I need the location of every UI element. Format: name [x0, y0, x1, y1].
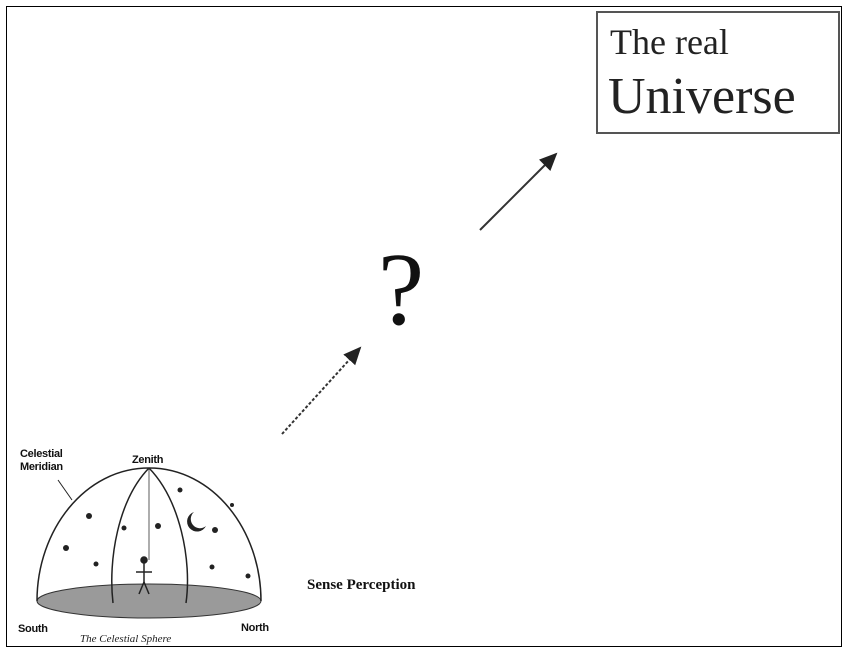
- sense-perception-label: Sense Perception: [307, 577, 416, 593]
- north-label: North: [241, 622, 269, 634]
- south-label: South: [18, 623, 48, 635]
- question-mark: ?: [378, 232, 425, 347]
- meridian-line1: Celestial: [20, 448, 63, 460]
- diagram-frame: [6, 6, 842, 647]
- meridian-arc-left: [111, 467, 150, 604]
- moon-icon: [187, 512, 206, 532]
- lower-arrow: [281, 346, 362, 435]
- universe-title-line2: Universe: [608, 68, 796, 125]
- celestial-sphere-illustration: [36, 467, 262, 619]
- ground-disk: [36, 583, 262, 619]
- celestial-meridian-label: Celestial Meridian: [20, 448, 63, 474]
- observer-figure: [136, 556, 152, 595]
- zenith-label: Zenith: [132, 454, 164, 466]
- meridian-line2: Meridian: [20, 461, 63, 473]
- meridian-arc-right: [148, 467, 189, 604]
- stars: [63, 487, 251, 579]
- celestial-sphere-caption: The Celestial Sphere: [80, 633, 172, 645]
- real-universe-box: The real Universe: [596, 11, 840, 134]
- upper-arrow: [479, 152, 558, 231]
- universe-title-line1: The real: [610, 22, 729, 62]
